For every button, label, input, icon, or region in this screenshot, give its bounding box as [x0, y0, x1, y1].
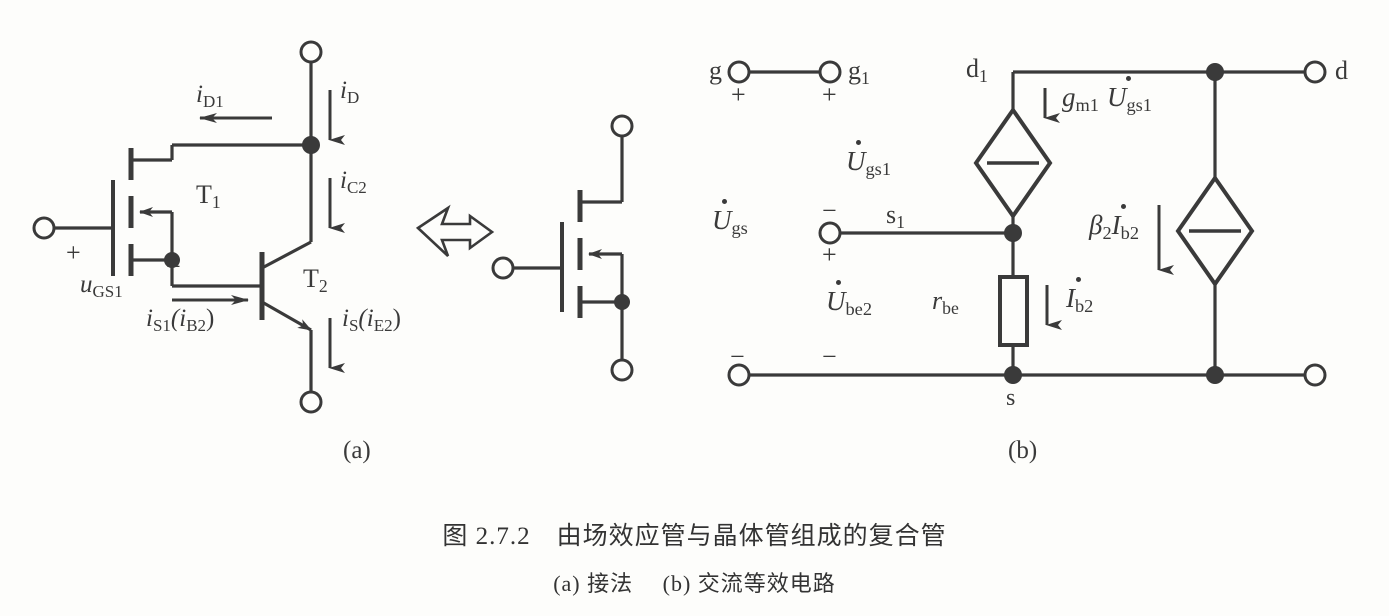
label-uGS1-minus: −	[166, 252, 181, 281]
label-g1-plus: +	[822, 80, 837, 109]
label-s1-plus: +	[822, 240, 837, 269]
terminal-drain-a	[299, 40, 323, 64]
label-device-T1: T1	[196, 180, 221, 212]
label-device-T2: T2	[303, 264, 328, 296]
terminal-bottom-right	[1303, 363, 1327, 387]
label-current-iD1: iD1	[196, 81, 224, 111]
phasor-dot-gm1Ugs1	[1126, 76, 1131, 81]
phasor-dot-Ube2	[836, 280, 841, 285]
label-uGS1-plus: +	[66, 238, 81, 267]
wire-bjt-collector	[261, 240, 312, 270]
phasor-dot-Ib2	[1076, 277, 1081, 282]
label-voltage-Ube2: Ube2	[826, 286, 873, 320]
figure-caption-sub: (a) 接法 (b) 交流等效电路	[553, 571, 836, 596]
label-Ube2-minus: −	[822, 342, 837, 371]
phasor-dot-Ugs1	[856, 140, 861, 145]
terminal-source-a	[299, 390, 323, 414]
label-component-rbe: rbe	[932, 286, 959, 318]
label-current-Ib2: Ib2	[1066, 283, 1094, 317]
label-voltage-Ugs1: Ugs1	[846, 146, 892, 180]
terminal-gate-equiv	[491, 256, 515, 280]
terminal-d	[1303, 60, 1327, 84]
label-g-plus: +	[731, 80, 746, 109]
label-terminal-d1: d1	[966, 54, 988, 86]
label-voltage-Ugs: Ugs	[712, 205, 748, 239]
transform-arrow-icon	[415, 204, 495, 257]
terminal-gate-input-a	[32, 216, 56, 240]
phasor-dot-beta2Ib2	[1121, 204, 1126, 209]
terminal-source-equiv	[610, 358, 634, 382]
label-terminal-s: s	[1006, 385, 1016, 411]
terminal-g	[727, 60, 751, 84]
label-source-beta2-Ib2: β2Ib2	[1089, 210, 1139, 244]
phasor-dot-Ugs	[722, 199, 727, 204]
junction-dot-s-node	[1004, 366, 1022, 384]
label-s1-minus: −	[822, 196, 837, 225]
label-current-iD: iD	[340, 77, 360, 107]
label-Ugs-minus: −	[730, 342, 745, 371]
terminal-drain-equiv	[610, 114, 634, 138]
junction-dot-bottom-right-node	[1206, 366, 1224, 384]
figure-caption-main: 图 2.7.2 由场效应管与晶体管组成的复合管	[442, 523, 947, 550]
label-current-iS1-iB2: iS1(iB2)	[146, 305, 215, 335]
label-terminal-d: d	[1335, 56, 1348, 85]
label-terminal-g1: g1	[848, 56, 870, 88]
label-voltage-uGS1: uGS1	[80, 271, 123, 301]
terminal-g1	[818, 60, 842, 84]
junction-dot-drain-node	[302, 136, 320, 154]
panel-a-label: (a)	[343, 437, 371, 464]
resistor-rbe	[998, 275, 1029, 347]
label-current-iS-iE2: iS(iE2)	[342, 305, 401, 335]
panel-b-label: (b)	[1008, 437, 1038, 464]
junction-dot-t1-source	[164, 252, 180, 268]
label-terminal-g: g	[709, 56, 722, 85]
wire-bjt-emitter	[261, 300, 312, 332]
label-current-iC2: iC2	[340, 167, 367, 197]
label-terminal-s1: s1	[886, 200, 905, 232]
